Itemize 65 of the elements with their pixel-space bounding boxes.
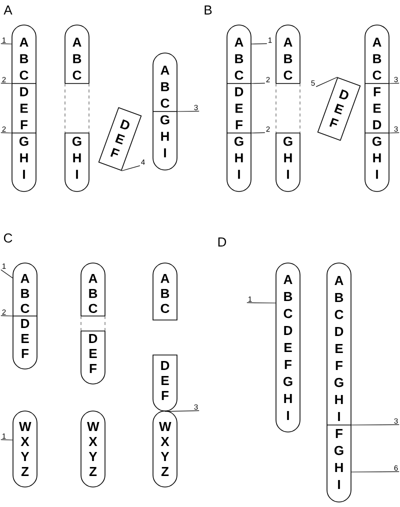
gene-letters: A B C xyxy=(160,66,170,108)
chromosome xyxy=(64,24,90,192)
chromosome xyxy=(80,262,106,384)
gene-letters: W X Y Z xyxy=(159,422,172,476)
leader-line xyxy=(0,269,13,278)
gene-letters: G H I xyxy=(372,136,382,179)
gene-letters: D E F xyxy=(21,319,30,358)
leader-line xyxy=(0,315,13,316)
gene-letters: A B C xyxy=(372,38,382,80)
leader-line xyxy=(0,439,13,440)
leader-line xyxy=(316,76,338,87)
gene-letters: D E F xyxy=(235,87,244,130)
leader-line xyxy=(351,471,400,472)
gene-letters: W X Y Z xyxy=(87,422,100,476)
gene-letters: D E F xyxy=(161,361,170,400)
gene-letters: A B C xyxy=(20,274,30,314)
leader-line xyxy=(389,82,400,84)
panel-letter: B xyxy=(204,6,212,14)
gene-letters: A B C xyxy=(284,38,292,80)
leader-line xyxy=(177,110,200,112)
gene-letters: D E F xyxy=(20,87,28,130)
gene-letters: F G H I xyxy=(334,429,344,489)
chromosome xyxy=(12,24,36,192)
chromosome xyxy=(152,354,178,412)
chromosome xyxy=(276,262,300,432)
leader-line xyxy=(389,132,400,134)
chromosome xyxy=(276,24,300,192)
gene-letters: D E F xyxy=(89,334,98,373)
gene-letters: G H I xyxy=(72,136,82,179)
chromosome-fragment: D E F xyxy=(98,107,142,171)
gene-letters: A B C xyxy=(234,38,244,80)
chromosome xyxy=(152,262,178,320)
chromosome xyxy=(80,410,106,488)
chromosome xyxy=(12,410,38,488)
leader-line xyxy=(0,43,12,44)
leader-line xyxy=(0,132,12,134)
gene-letters: A B C D E F G H I xyxy=(283,275,292,420)
chromosome xyxy=(326,262,352,502)
leader-line xyxy=(0,82,12,84)
panel-letter: D xyxy=(218,238,226,246)
gene-letters: G H I xyxy=(234,136,244,179)
gene-letters: A B C xyxy=(20,38,28,80)
chromosome xyxy=(152,52,178,170)
panel-letter: A xyxy=(4,6,12,14)
gene-letters: G H I xyxy=(19,136,28,179)
leader-line xyxy=(121,165,140,172)
leader-line xyxy=(251,132,266,134)
gene-letters: F E D xyxy=(373,87,382,130)
leader-line xyxy=(251,43,268,44)
chromosome xyxy=(12,262,38,370)
chromosome xyxy=(226,24,252,192)
gene-letters: A B C xyxy=(88,274,98,314)
gene-letters: G H I xyxy=(283,136,292,179)
panel-letter: C xyxy=(4,233,12,243)
gene-letters: A B C xyxy=(72,38,82,80)
leader-line xyxy=(246,302,276,304)
chromosome xyxy=(152,410,178,488)
gene-letters: A B C xyxy=(160,274,170,314)
gene-letters: G H I xyxy=(160,115,170,158)
gene-letters: A B C D E F G H I xyxy=(334,276,344,421)
leader-line xyxy=(351,424,400,426)
gene-letters: W X Y Z xyxy=(19,422,32,476)
chromosome-fragment: D E F xyxy=(317,77,361,141)
leader-line xyxy=(251,82,266,84)
chromosome xyxy=(364,24,390,192)
